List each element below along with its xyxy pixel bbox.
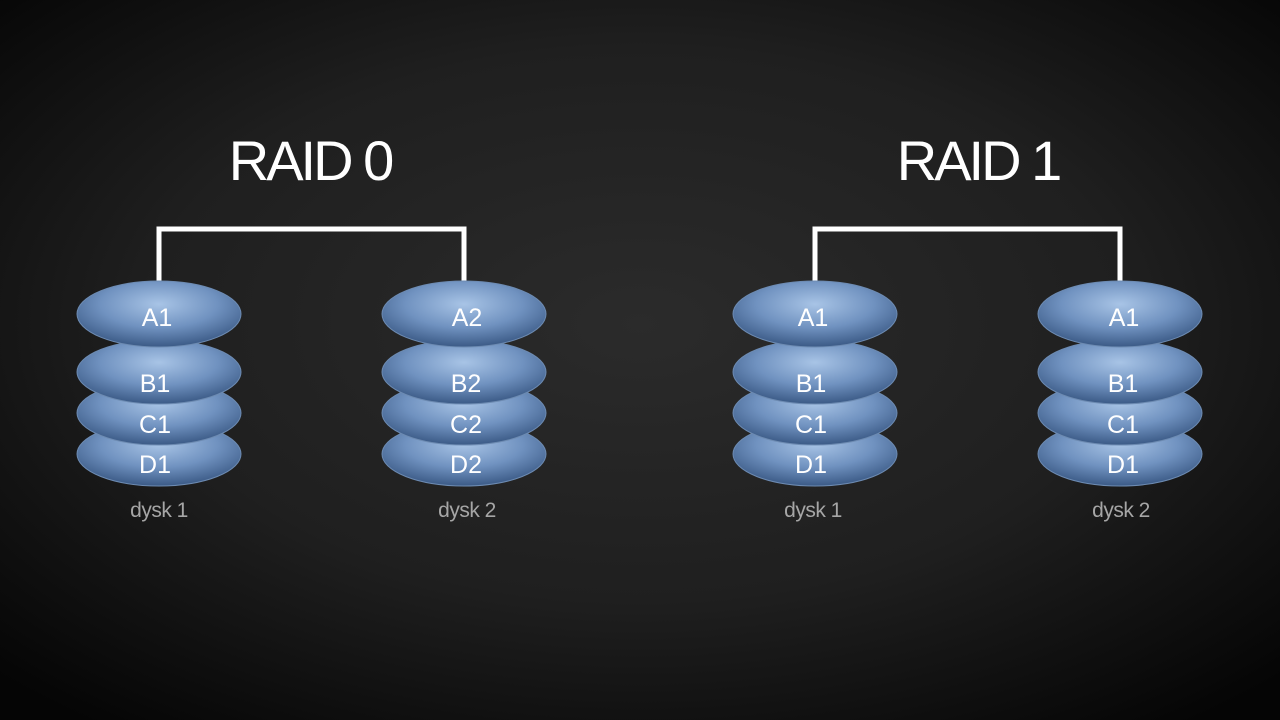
platter — [1037, 280, 1203, 348]
block-label: A1 — [142, 304, 173, 332]
block-label: D1 — [139, 451, 171, 479]
connector-line — [156, 226, 467, 296]
block-label: C1 — [795, 411, 827, 439]
raid-0-group: RAID 0 A1 B1 C1 D1 dysk 1 A2 B2 C2 D2 dy… — [76, 129, 547, 522]
block-label: C1 — [1107, 411, 1139, 439]
diagram-title: RAID 0 — [229, 129, 392, 192]
block-label: D1 — [1107, 451, 1139, 479]
block-label: A2 — [452, 304, 483, 332]
block-label: B2 — [451, 370, 482, 398]
block-label: A1 — [798, 304, 829, 332]
block-label: B1 — [796, 370, 827, 398]
raid-1-group: RAID 1 A1 B1 C1 D1 dysk 1 A1 B1 C1 D1 dy… — [732, 129, 1203, 522]
block-label: B1 — [140, 370, 171, 398]
disk-label: dysk 1 — [784, 499, 842, 522]
platter — [381, 280, 547, 348]
platter — [76, 280, 242, 348]
block-label: A1 — [1109, 304, 1140, 332]
disk-label: dysk 2 — [438, 499, 496, 522]
block-label: C2 — [450, 411, 482, 439]
disk-stack: A2 B2 C2 D2 dysk 2 — [381, 280, 547, 522]
block-label: D2 — [450, 451, 482, 479]
disk-label: dysk 1 — [130, 499, 188, 522]
connector-line — [812, 226, 1123, 296]
block-label: B1 — [1108, 370, 1139, 398]
block-label: D1 — [795, 451, 827, 479]
disk-label: dysk 2 — [1092, 499, 1150, 522]
diagram-title: RAID 1 — [897, 129, 1060, 192]
disk-stack: A1 B1 C1 D1 dysk 1 — [76, 280, 242, 522]
platter — [732, 280, 898, 348]
disk-stack: A1 B1 C1 D1 dysk 2 — [1037, 280, 1203, 522]
disk-stack: A1 B1 C1 D1 dysk 1 — [732, 280, 898, 522]
block-label: C1 — [139, 411, 171, 439]
